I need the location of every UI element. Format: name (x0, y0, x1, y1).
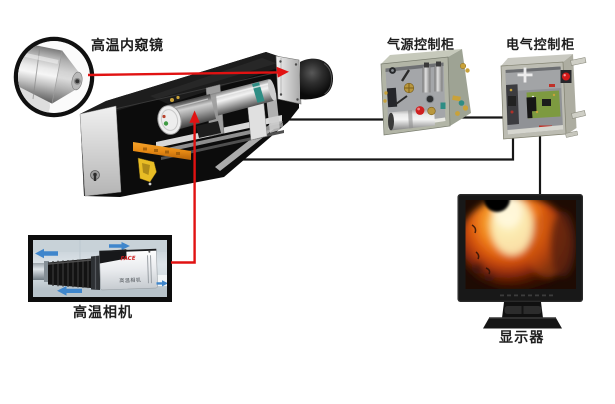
elec-cabinet-top (501, 54, 573, 66)
endoscope-label: 高温内窥镜 (91, 38, 164, 54)
camera-lens (47, 255, 100, 290)
arrow-right-slot (156, 280, 167, 287)
arrow-left-top (35, 248, 58, 259)
end-disc (157, 105, 182, 135)
camera-body: FACE 高温相机 (99, 248, 158, 291)
main-unit-left-face (79, 105, 122, 197)
main-unit (79, 52, 333, 197)
gold-fittings (170, 95, 180, 102)
elec-cabinet-label: 电气控制柜 (506, 38, 576, 53)
camera-model-text: 高温相机 (119, 277, 141, 285)
endoscope-callout-arrowhead (276, 66, 289, 78)
electric-control-cabinet (500, 54, 587, 140)
monitor-label: 显示器 (499, 330, 545, 346)
callout-arrows (87, 66, 289, 264)
orange-rail (133, 142, 191, 160)
air-control-cabinet (380, 49, 471, 136)
camera-label: 高温相机 (73, 305, 133, 321)
top-face-sheen (150, 58, 284, 104)
direction-arrows (35, 242, 167, 296)
monitor (457, 194, 583, 329)
air-cabinet-top (381, 49, 462, 64)
keyhole (90, 170, 100, 181)
slot-cutout (152, 275, 167, 286)
probe-tip-cone (52, 50, 79, 104)
air-cabinet-fittings (452, 62, 470, 116)
monitor-base (483, 318, 562, 329)
support-plate-2 (266, 93, 280, 133)
yellow-block (137, 157, 157, 183)
arrow-right-mid (109, 242, 130, 250)
camera-brand-text: FACE (121, 256, 136, 263)
main-unit-top-face (80, 52, 288, 117)
screw-dot (148, 182, 152, 186)
camera-callout-arrowhead (189, 110, 200, 123)
mounting-tabs (565, 57, 587, 138)
monitor-buttons (500, 294, 553, 297)
endoscope-callout-line (87, 71, 279, 77)
probe-body (18, 41, 63, 104)
emergency-stop-button (560, 70, 572, 83)
top-front-edge (87, 68, 293, 116)
screen-fire-image (465, 200, 576, 289)
connector-lines (238, 116, 542, 196)
endoscope-photo-circle (13, 36, 95, 118)
carriage-block (196, 121, 221, 138)
probe-lens-hole (75, 79, 80, 84)
camera-photo-box: FACE 高温相机 (28, 235, 172, 302)
probe-flange (275, 55, 302, 105)
elec-cabinet-components (506, 84, 564, 135)
cable-main-to-electric (238, 136, 515, 161)
arrow-left-bottom (57, 286, 82, 296)
camera-callout-line (171, 121, 196, 264)
air-cabinet-components (383, 61, 446, 131)
air-cabinet-label: 气源控制柜 (387, 38, 455, 53)
fan-cross (517, 67, 533, 83)
drive-motor (300, 58, 333, 100)
camera-tube (33, 263, 47, 280)
